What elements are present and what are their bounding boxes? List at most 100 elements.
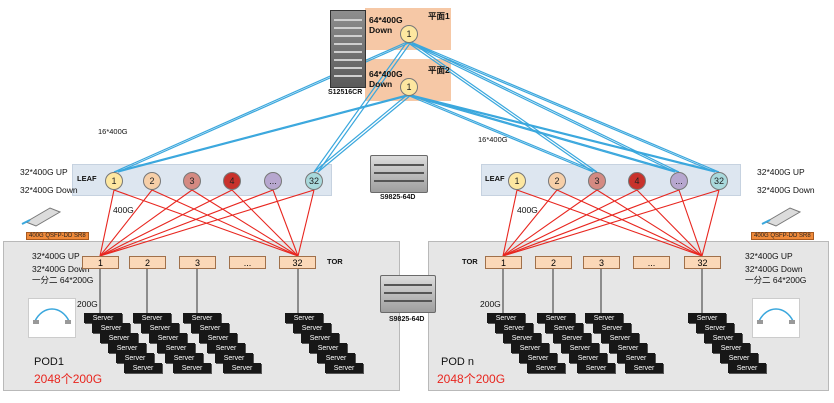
plane-1-direction: Down: [369, 25, 393, 35]
downlink-left-3-0: [99, 189, 233, 257]
server: Server: [207, 343, 245, 353]
right-leaf-down: 32*400G Down: [757, 185, 815, 195]
left-uplink-count: 16*400G: [98, 127, 128, 136]
left-tor-more: ...: [229, 256, 266, 269]
server: Server: [301, 333, 339, 343]
server: Server: [495, 323, 533, 333]
uplink-left-b-1-1: [317, 94, 412, 173]
server: Server: [487, 313, 525, 323]
right-tor-label: TOR: [462, 257, 478, 266]
left-leaf-down: 32*400G Down: [20, 185, 78, 195]
left-leaf-node-32: 32: [305, 172, 323, 190]
right-tor-32: 32: [684, 256, 721, 269]
uplink-right-b-1-0: [410, 94, 598, 173]
uplink-right-b-1-2: [410, 94, 720, 173]
downlink-right-5-0: [502, 189, 720, 257]
downlink-right-3-1: [636, 189, 703, 257]
downlink-right-4-0: [502, 189, 680, 257]
right-leaf-node-more: ...: [670, 172, 688, 190]
right-tor-down: 32*400G Down: [745, 264, 803, 274]
left-tor-split: 一分二 64*200G: [32, 275, 94, 285]
server: Server: [601, 333, 639, 343]
server: Server: [537, 313, 575, 323]
downlink-right-3-0: [502, 189, 638, 257]
server: Server: [720, 353, 758, 363]
right-leaf-up: 32*400G UP: [757, 167, 805, 177]
right-leaf-node-4: 4: [628, 172, 646, 190]
left-leaf-node-1: 1: [105, 172, 123, 190]
server: Server: [141, 323, 179, 333]
server: Server: [84, 313, 122, 323]
right-tor-split: 一分二 64*200G: [745, 275, 807, 285]
left-tor-32: 32: [279, 256, 316, 269]
server: Server: [165, 353, 203, 363]
server: Server: [92, 323, 130, 333]
server: Server: [293, 323, 331, 333]
downlink-left-5-1: [297, 189, 315, 257]
right-tor-more: ...: [633, 256, 670, 269]
downlink-left-1-0: [99, 189, 153, 257]
downlink-left-1-1: [151, 189, 299, 257]
right-breakout-cable-image: [752, 298, 800, 338]
right-qsfp-module-image: [761, 207, 802, 227]
uplink-right-1-2: [406, 94, 716, 173]
downlink-right-2-0: [502, 189, 598, 257]
server: Server: [577, 363, 615, 373]
server: Server: [704, 333, 742, 343]
left-qsfp-module-image: [21, 207, 62, 227]
spine-plane-2-node: 1: [400, 78, 418, 96]
left-tor-1: 1: [82, 256, 119, 269]
right-server-speed: 200G: [480, 299, 501, 309]
server: Server: [527, 363, 565, 373]
right-module-tag: 400G QSFP-DD SR8: [751, 232, 814, 240]
uplink-left-1-1: [313, 94, 408, 173]
server: Server: [309, 343, 347, 353]
downlink-right-1-1: [556, 189, 703, 257]
right-tor-3: 3: [583, 256, 620, 269]
server: Server: [625, 363, 663, 373]
downlink-right-4-1: [678, 189, 703, 257]
left-leaf-up: 32*400G UP: [20, 167, 68, 177]
left-leaf-label: LEAF: [77, 174, 97, 183]
server: Server: [325, 363, 363, 373]
uplink-right-1-1: [406, 94, 676, 173]
right-leaf-node-2: 2: [548, 172, 566, 190]
left-leaf-node-3: 3: [183, 172, 201, 190]
server: Server: [215, 353, 253, 363]
server: Server: [133, 313, 171, 323]
plane-2-title: 平面2: [428, 65, 450, 75]
server: Server: [503, 333, 541, 343]
uplink-right-0-2: [406, 41, 716, 173]
plane-2-ports: 64*400G: [369, 69, 403, 79]
server: Server: [223, 363, 261, 373]
right-pod-name: POD n: [441, 356, 475, 368]
right-leaf-label: LEAF: [485, 174, 505, 183]
right-pod-capacity: 2048个200G: [437, 372, 506, 386]
plane-2-direction: Down: [369, 79, 393, 89]
server: Server: [317, 353, 355, 363]
server: Server: [617, 353, 655, 363]
spine-plane-1-node: 1: [400, 25, 418, 43]
server: Server: [696, 323, 734, 333]
spine-chassis-s12516cr: [330, 10, 366, 88]
server: Server: [609, 343, 647, 353]
server: Server: [519, 353, 557, 363]
plane-1-title: 平面1: [428, 11, 450, 21]
middle-switch-top: [370, 155, 428, 193]
server: Server: [100, 333, 138, 343]
server: Server: [149, 333, 187, 343]
middle-switch-bottom-label: S9825-64D: [389, 316, 425, 323]
server: Server: [124, 363, 162, 373]
right-uplink-count: 16*400G: [478, 135, 508, 144]
server: Server: [116, 353, 154, 363]
left-tor-up: 32*400G UP: [32, 251, 80, 261]
server: Server: [585, 313, 623, 323]
middle-switch-top-label: S9825-64D: [380, 194, 416, 201]
plane-1-ports: 64*400G: [369, 15, 403, 25]
spine-chassis-label: S12516CR: [328, 89, 363, 96]
left-link-speed: 400G: [113, 205, 134, 215]
server: Server: [545, 323, 583, 333]
downlink-left-2-0: [99, 189, 193, 257]
server: Server: [108, 343, 146, 353]
